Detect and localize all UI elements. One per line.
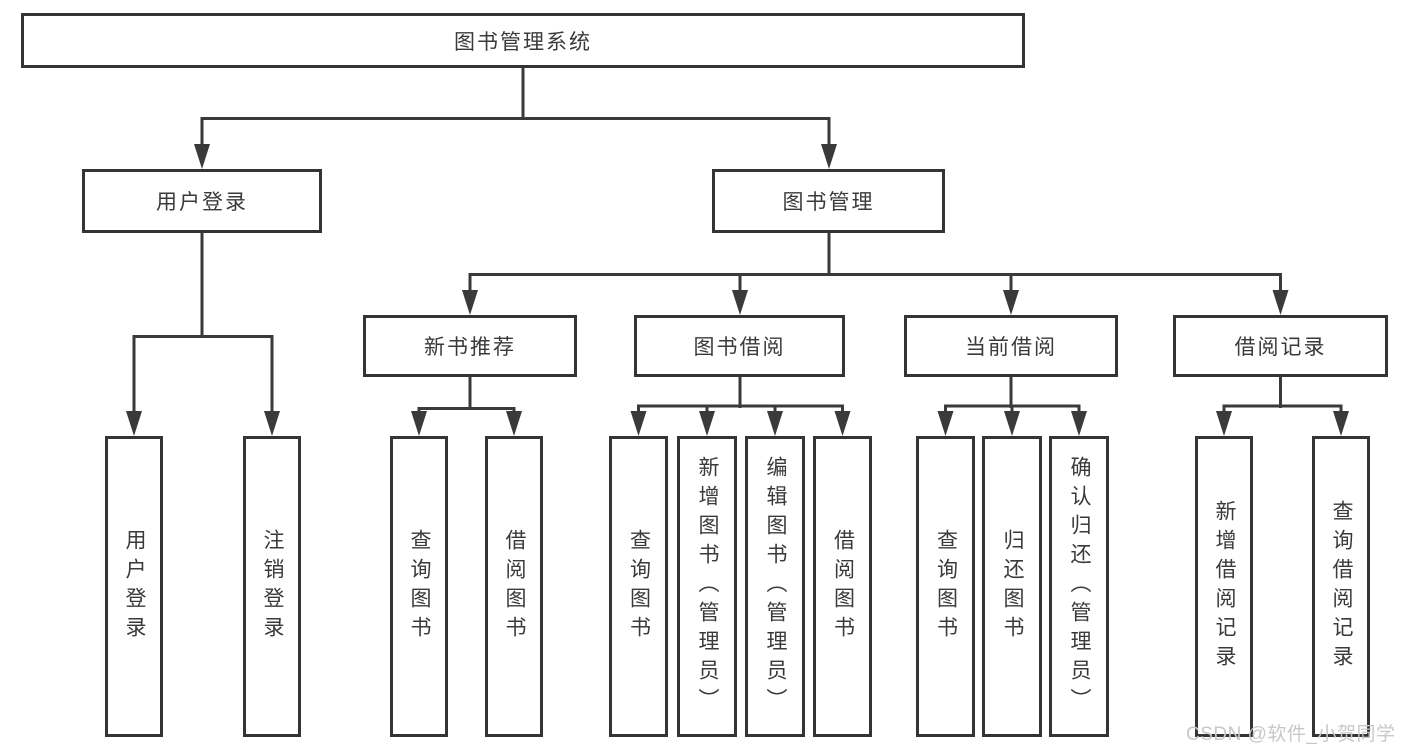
leaf-newbook-borrow-label: 借阅图书	[503, 528, 526, 645]
leaf-borrow-query-label: 查询图书	[627, 528, 651, 645]
leaf-current-query-label: 查询图书	[934, 528, 958, 645]
csdn-watermark: CSDN @软件_小贺同学	[1186, 724, 1396, 745]
leaf-borrow-book-label: 借阅图书	[831, 528, 855, 645]
node-new-book-recommend-label: 新书推荐	[424, 336, 516, 359]
node-user-login: 用户登录	[82, 169, 322, 233]
leaf-record-query-label: 查询借阅记录	[1330, 499, 1353, 674]
leaf-record-query: 查询借阅记录	[1312, 436, 1370, 737]
leaf-record-add: 新增借阅记录	[1195, 436, 1253, 737]
leaf-logout: 注销登录	[243, 436, 301, 737]
leaf-borrow-edit-admin-label: 编辑图书（管理员）	[764, 456, 787, 717]
node-borrow-records: 借阅记录	[1173, 315, 1388, 377]
leaf-newbook-query: 查询图书	[390, 436, 448, 737]
node-book-management: 图书管理	[712, 169, 945, 233]
node-book-borrow: 图书借阅	[634, 315, 845, 377]
node-current-borrow-label: 当前借阅	[965, 336, 1057, 359]
leaf-newbook-query-label: 查询图书	[408, 528, 431, 645]
leaf-borrow-edit-admin: 编辑图书（管理员）	[745, 436, 805, 737]
leaf-borrow-query: 查询图书	[609, 436, 668, 737]
node-new-book-recommend: 新书推荐	[363, 315, 577, 377]
leaf-borrow-add-admin: 新增图书（管理员）	[677, 436, 737, 737]
node-system-root-label: 图书管理系统	[454, 30, 592, 54]
leaf-current-confirm-return-admin: 确认归还（管理员）	[1049, 436, 1109, 737]
leaf-record-add-label: 新增借阅记录	[1213, 499, 1236, 674]
node-book-borrow-label: 图书借阅	[693, 336, 786, 359]
leaf-current-return-label: 归还图书	[1001, 528, 1024, 645]
leaf-borrow-add-admin-label: 新增图书（管理员）	[696, 456, 719, 717]
leaf-current-query: 查询图书	[916, 436, 975, 737]
leaf-user-login: 用户登录	[105, 436, 163, 737]
node-system-root: 图书管理系统	[21, 13, 1025, 68]
node-book-management-label: 图书管理	[782, 191, 875, 214]
leaf-borrow-book: 借阅图书	[813, 436, 872, 737]
leaf-logout-label: 注销登录	[261, 528, 284, 645]
leaf-current-return: 归还图书	[982, 436, 1042, 737]
leaf-newbook-borrow: 借阅图书	[485, 436, 543, 737]
node-borrow-records-label: 借阅记录	[1234, 336, 1327, 359]
node-user-login-label: 用户登录	[156, 191, 248, 214]
node-current-borrow: 当前借阅	[904, 315, 1118, 377]
leaf-current-confirm-return-admin-label: 确认归还（管理员）	[1068, 456, 1091, 717]
leaf-user-login-label: 用户登录	[123, 528, 146, 645]
